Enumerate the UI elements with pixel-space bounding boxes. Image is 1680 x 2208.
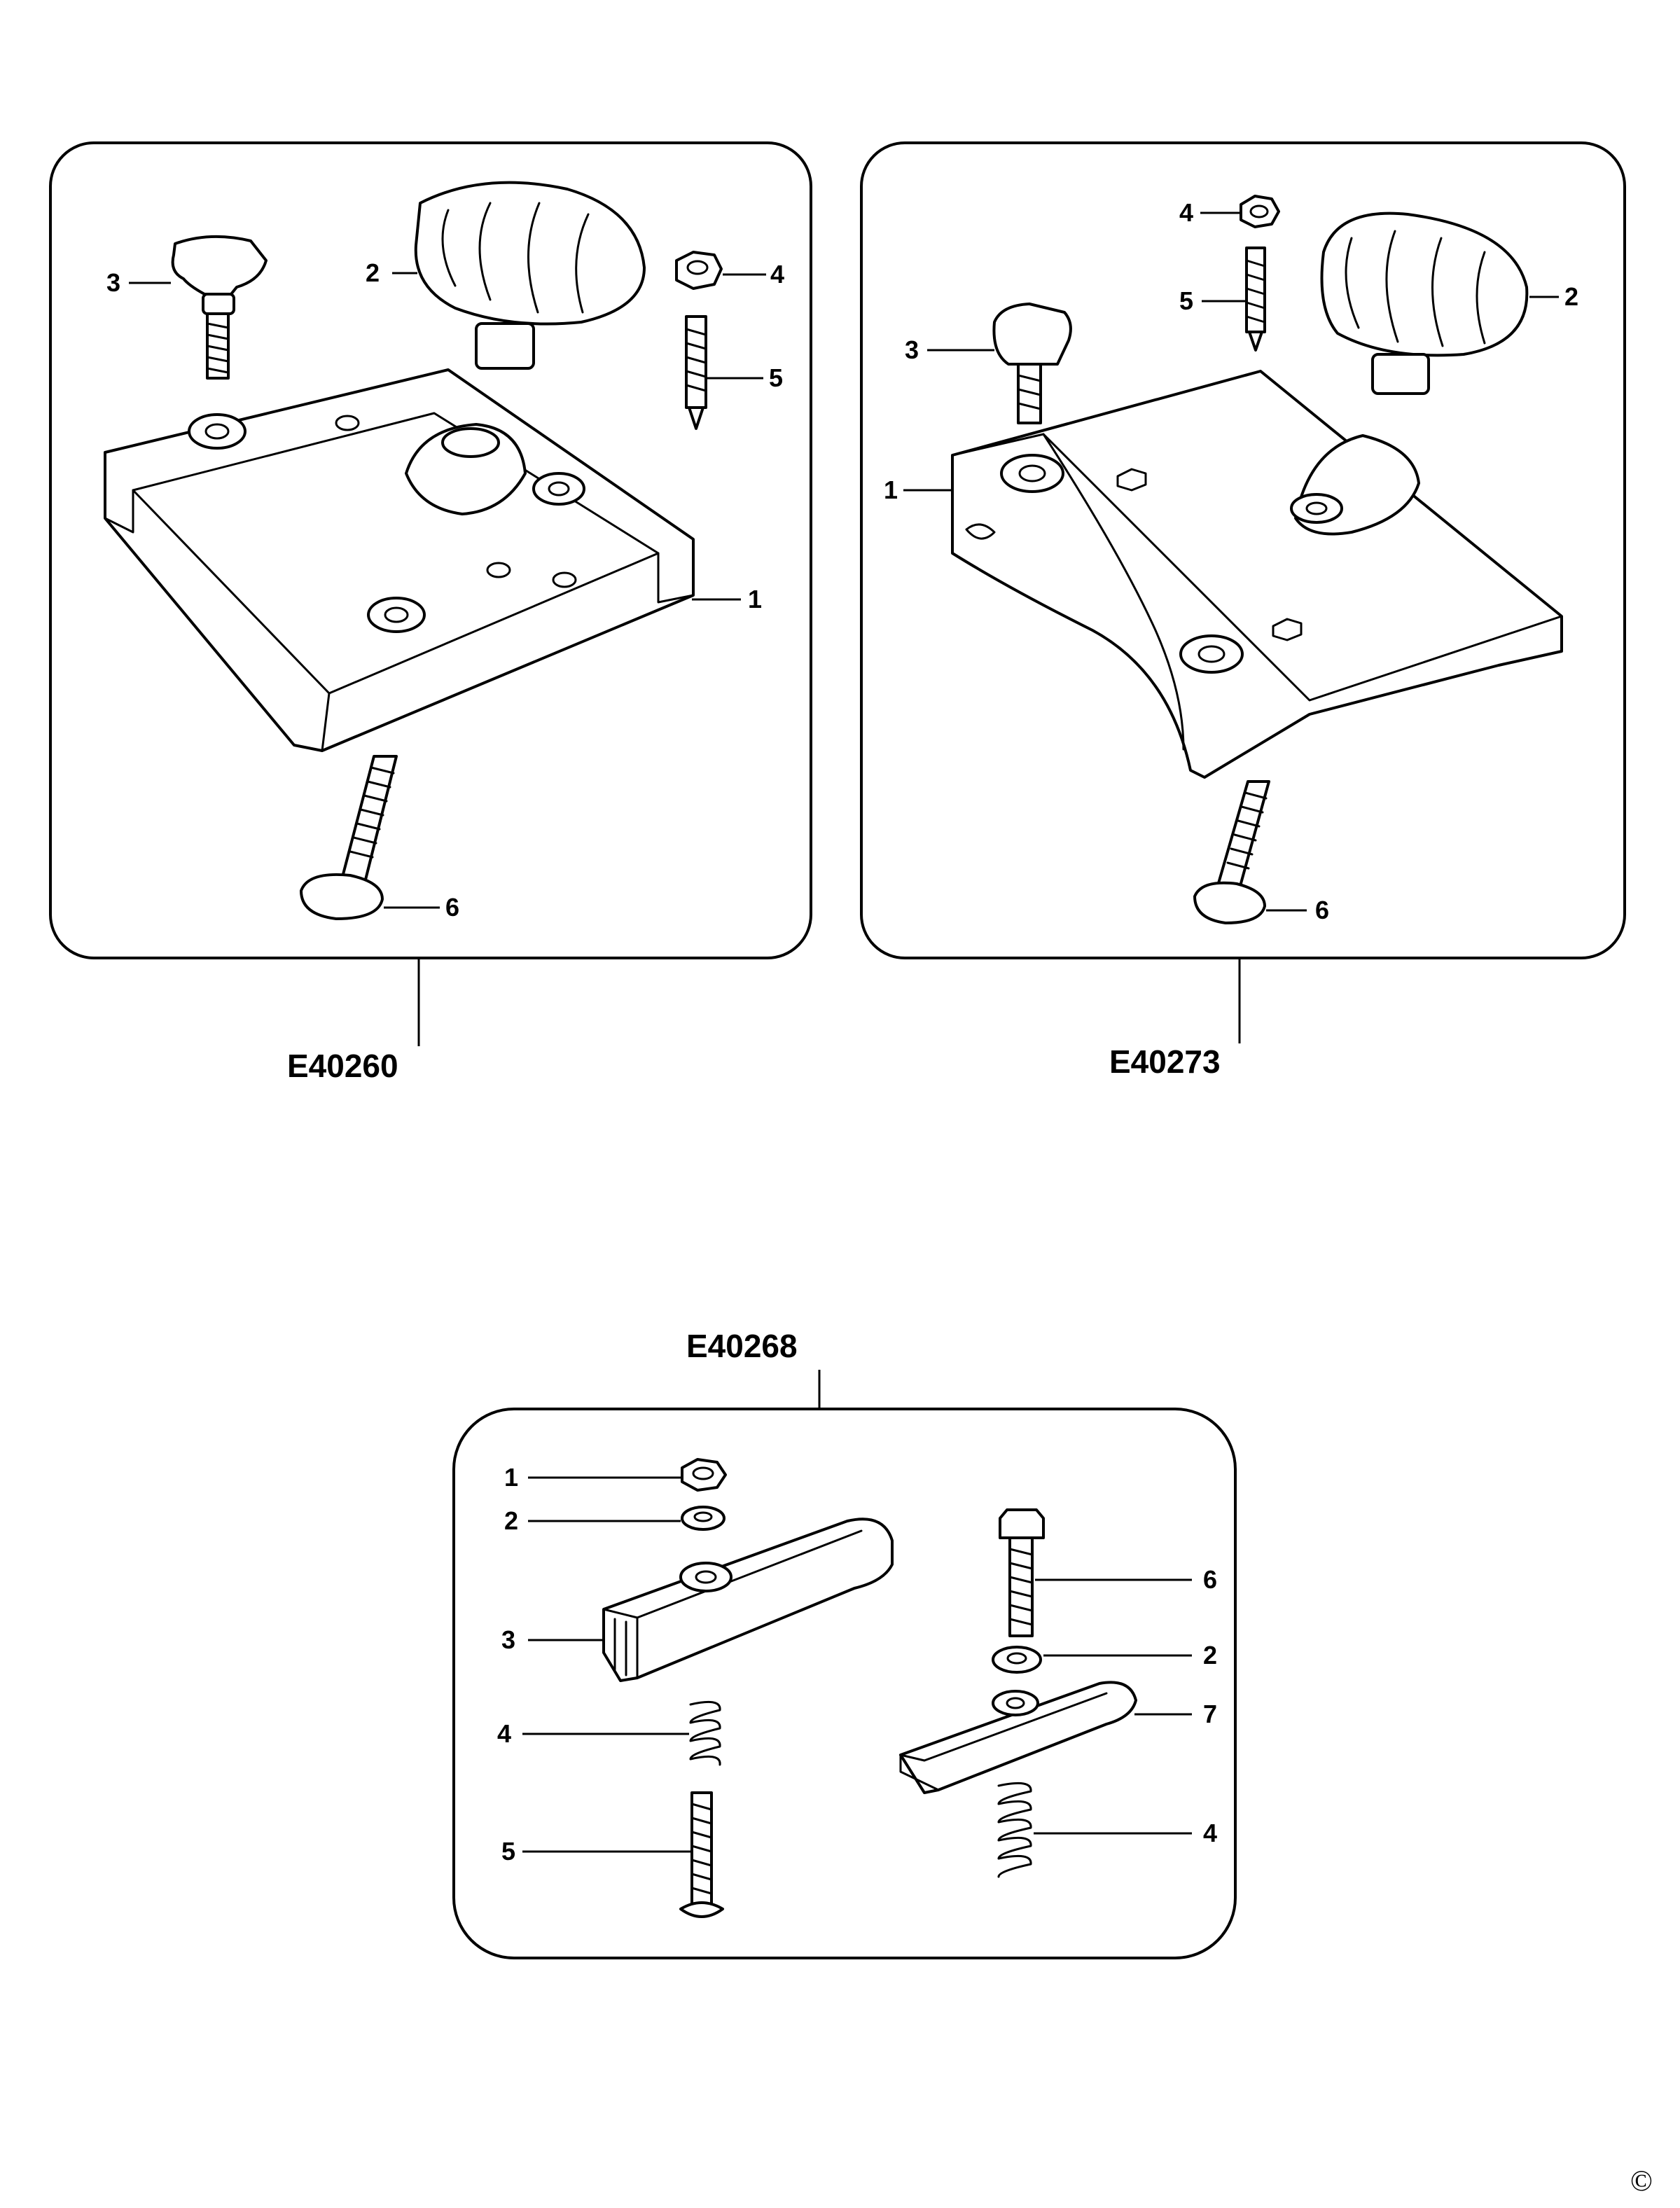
- curved-base-plate-part: [951, 370, 1563, 779]
- hex-nut-part: [1240, 195, 1280, 228]
- panel-e40273: E40273: [860, 141, 1626, 1080]
- panel-frame: [860, 141, 1626, 959]
- panel-code: E40260: [287, 1048, 398, 1084]
- callout-label: 6: [1203, 1565, 1217, 1594]
- callout-label: 2: [504, 1506, 518, 1535]
- callout-label: 2: [1203, 1641, 1217, 1669]
- callout-label: 4: [770, 260, 784, 289]
- callout-label: 3: [106, 268, 120, 297]
- callout-label: 7: [1203, 1700, 1217, 1728]
- spring-part: [997, 1782, 1032, 1878]
- threaded-screw-part: [1245, 247, 1266, 352]
- callout-label: 6: [445, 893, 459, 922]
- callout-label: 1: [504, 1463, 518, 1492]
- callout-label: 1: [884, 475, 898, 504]
- callout-label: 2: [366, 258, 380, 287]
- hex-nut-part: [681, 1458, 727, 1492]
- panel-code: E40273: [1109, 1043, 1221, 1080]
- callout-label: 3: [501, 1625, 515, 1654]
- wing-knob-part: [171, 235, 268, 380]
- callout-label: 5: [501, 1837, 515, 1866]
- panel-e40268: E40268: [452, 1328, 1237, 1959]
- callout-label: 5: [769, 363, 783, 392]
- carriage-bolt-part: [1193, 780, 1270, 924]
- thumb-knob-part: [992, 303, 1072, 424]
- hex-bolt-part: [999, 1508, 1045, 1637]
- hex-nut-part: [675, 251, 723, 290]
- copyright-mark: ©: [1630, 2165, 1653, 2197]
- panel-e40260: E40260: [49, 141, 812, 1084]
- callout-label: 2: [1564, 282, 1578, 311]
- large-knob-part: [1320, 211, 1529, 395]
- spring-part: [689, 1700, 721, 1766]
- callout-label: 1: [748, 585, 762, 613]
- base-plate-part: [104, 368, 695, 752]
- threaded-screw-part: [685, 315, 707, 430]
- callout-label: 4: [1179, 198, 1193, 227]
- callout-label: 4: [497, 1719, 511, 1748]
- washer-part: [992, 1646, 1042, 1674]
- callout-label: 4: [1203, 1819, 1217, 1847]
- panel-frame: [49, 141, 812, 959]
- large-knob-part: [414, 181, 646, 370]
- callout-label: 6: [1315, 896, 1329, 924]
- callout-label: 5: [1179, 286, 1193, 315]
- carriage-bolt-part: [300, 755, 398, 920]
- clamp-bar-part: [602, 1518, 894, 1682]
- countersunk-screw-part: [679, 1791, 724, 1918]
- panel-frame: [452, 1408, 1237, 1959]
- washer-part: [681, 1506, 726, 1531]
- callout-label: 3: [905, 335, 919, 364]
- small-clamp-part: [899, 1681, 1137, 1794]
- panel-code: E40268: [686, 1328, 798, 1364]
